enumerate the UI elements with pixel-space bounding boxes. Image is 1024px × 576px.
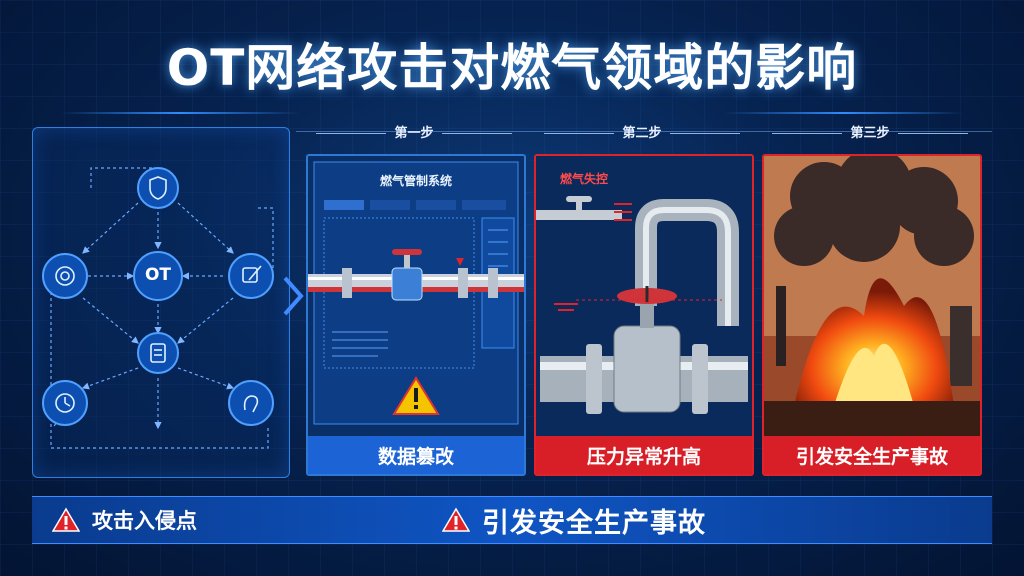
step-2-caption: 压力异常升高: [536, 436, 752, 474]
attack-entry-text: 攻击入侵点: [92, 509, 197, 533]
safety-accident-text: 引发安全生产事故: [482, 507, 706, 539]
bottom-banner: 攻击入侵点 引发安全生产事故: [32, 496, 992, 544]
step-2-label: 第二步: [534, 122, 750, 141]
warning-icon: [52, 507, 80, 532]
safety-accident-item: 引发安全生产事故: [442, 497, 706, 543]
title-divider-left: [60, 112, 300, 114]
step-1-label: 第一步: [306, 122, 522, 141]
step-3-panel: 引发安全生产事故: [762, 154, 982, 476]
step-3-label: 第三步: [762, 122, 978, 141]
ot-network-panel: OT: [32, 127, 290, 478]
flow-arrow-icon: [283, 276, 304, 316]
title-divider-right: [724, 112, 964, 114]
warning-icon: [442, 507, 470, 532]
explosion-fire-illustration: [764, 156, 980, 436]
scada-screen-illustration: [308, 156, 524, 436]
attack-entry-item: 攻击入侵点: [52, 497, 197, 543]
alarm-title: 燃气失控: [560, 172, 609, 186]
step-1-caption: 数据篡改: [308, 436, 524, 474]
step-3-caption: 引发安全生产事故: [764, 436, 980, 474]
scada-screen-title: 燃气管制系统: [379, 174, 452, 188]
step-1-panel: 燃气管制系统 数据篡改: [306, 154, 526, 476]
step-2-panel: 燃气失控 压力异常升高: [534, 154, 754, 476]
network-graph: [42, 167, 274, 449]
page-title: OT网络攻击对燃气领域的影响: [166, 39, 858, 97]
pipeline-valve-illustration: [536, 156, 752, 436]
ot-center-label: OT: [144, 265, 172, 285]
